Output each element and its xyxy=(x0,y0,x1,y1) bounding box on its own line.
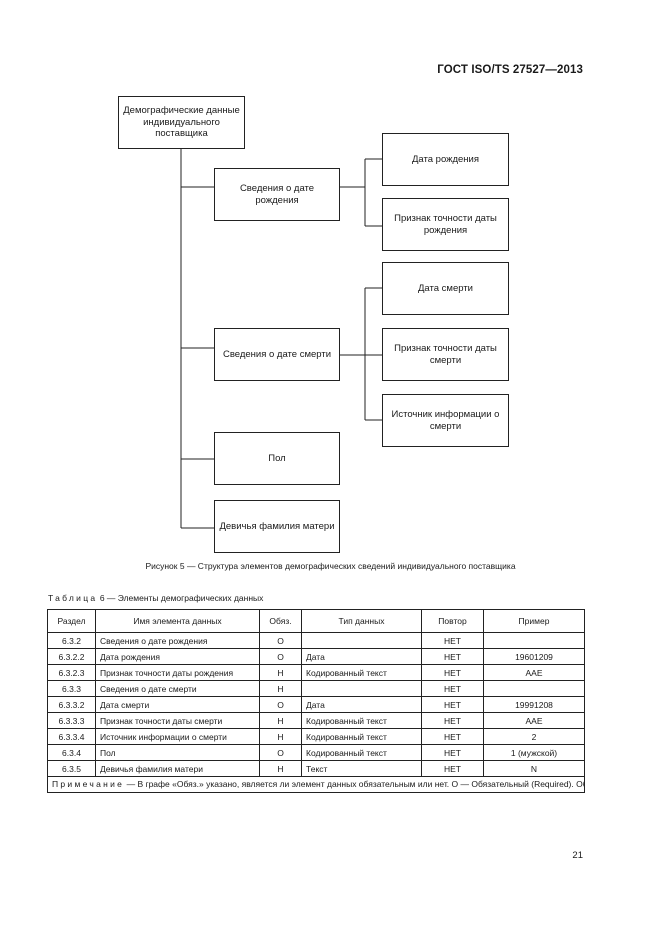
cell-section: 6.3.3 xyxy=(47,680,96,697)
cell-example: N xyxy=(483,760,585,777)
table-row: 6.3.2.2 Дата рождения О Дата НЕТ 1960120… xyxy=(47,648,585,665)
cell-example: AAE xyxy=(483,712,585,729)
cell-example xyxy=(483,680,585,697)
cell-name: Девичья фамилия матери xyxy=(95,760,260,777)
diagram-death-accuracy-box: Признак точности даты смерти xyxy=(382,328,509,381)
cell-required: Н xyxy=(259,664,302,681)
table-header-row: Раздел Имя элемента данных Обяз. Тип дан… xyxy=(47,609,585,633)
col-header-example: Пример xyxy=(483,609,585,633)
table-row: 6.3.3.3 Признак точности даты смерти Н К… xyxy=(47,712,585,729)
cell-required: Н xyxy=(259,728,302,745)
col-header-name: Имя элемента данных xyxy=(95,609,260,633)
cell-required: О xyxy=(259,744,302,761)
table-caption: Таблица 6 — Элементы демографических дан… xyxy=(48,593,263,603)
table-caption-rest: 6 — Элементы демографических данных xyxy=(99,593,264,603)
cell-required: О xyxy=(259,648,302,665)
document-header: ГОСТ ISO/TS 27527—2013 xyxy=(437,64,583,76)
diagram-death-group-box: Сведения о дате смерти xyxy=(214,328,340,381)
cell-type: Текст xyxy=(301,760,422,777)
cell-type: Дата xyxy=(301,648,422,665)
col-header-repeat: Повтор xyxy=(421,609,484,633)
diagram-death-date-box: Дата смерти xyxy=(382,262,509,315)
table-row: 6.3.5 Девичья фамилия матери Н Текст НЕТ… xyxy=(47,760,585,777)
cell-example: AAE xyxy=(483,664,585,681)
cell-repeat: НЕТ xyxy=(421,680,484,697)
table-note-row: Примечание — В графе «Обяз.» указано, яв… xyxy=(47,776,585,793)
cell-required: Н xyxy=(259,712,302,729)
cell-required: Н xyxy=(259,760,302,777)
cell-type xyxy=(301,632,422,649)
cell-section: 6.3.2.2 xyxy=(47,648,96,665)
cell-example: 19991208 xyxy=(483,696,585,713)
diagram-birth-accuracy-box: Признак точности даты рождения xyxy=(382,198,509,251)
cell-repeat: НЕТ xyxy=(421,712,484,729)
col-header-section: Раздел xyxy=(47,609,96,633)
table-row: 6.3.3 Сведения о дате смерти Н НЕТ xyxy=(47,680,585,697)
cell-section: 6.3.4 xyxy=(47,744,96,761)
cell-example: 2 xyxy=(483,728,585,745)
cell-name: Пол xyxy=(95,744,260,761)
cell-type: Кодированный текст xyxy=(301,664,422,681)
table-row: 6.3.4 Пол О Кодированный текст НЕТ 1 (му… xyxy=(47,744,585,761)
cell-repeat: НЕТ xyxy=(421,728,484,745)
cell-example xyxy=(483,632,585,649)
cell-type: Кодированный текст xyxy=(301,744,422,761)
cell-repeat: НЕТ xyxy=(421,664,484,681)
cell-repeat: НЕТ xyxy=(421,760,484,777)
cell-name: Источник информации о смерти xyxy=(95,728,260,745)
col-header-type: Тип данных xyxy=(301,609,422,633)
cell-section: 6.3.3.4 xyxy=(47,728,96,745)
cell-section: 6.3.3.3 xyxy=(47,712,96,729)
cell-section: 6.3.3.2 xyxy=(47,696,96,713)
table-row: 6.3.3.4 Источник информации о смерти Н К… xyxy=(47,728,585,745)
cell-type: Кодированный текст xyxy=(301,728,422,745)
cell-section: 6.3.2.3 xyxy=(47,664,96,681)
cell-example: 19601209 xyxy=(483,648,585,665)
col-header-required: Обяз. xyxy=(259,609,302,633)
cell-name: Сведения о дате смерти xyxy=(95,680,260,697)
cell-type xyxy=(301,680,422,697)
cell-repeat: НЕТ xyxy=(421,744,484,761)
cell-type: Кодированный текст xyxy=(301,712,422,729)
note-text: — В графе «Обяз.» указано, является ли э… xyxy=(126,779,584,789)
diagram-root-box: Демографические данные индивидуального п… xyxy=(118,96,245,149)
cell-name: Дата смерти xyxy=(95,696,260,713)
table-caption-label: Таблица xyxy=(48,593,98,603)
page-number: 21 xyxy=(572,850,583,861)
cell-required: О xyxy=(259,632,302,649)
diagram-birth-group-box: Сведения о дате рождения xyxy=(214,168,340,221)
cell-section: 6.3.5 xyxy=(47,760,96,777)
table-note: Примечание — В графе «Обяз.» указано, яв… xyxy=(47,776,585,793)
cell-name: Сведения о дате рождения xyxy=(95,632,260,649)
cell-name: Дата рождения xyxy=(95,648,260,665)
cell-section: 6.3.2 xyxy=(47,632,96,649)
cell-repeat: НЕТ xyxy=(421,632,484,649)
diagram-maiden-name-box: Девичья фамилия матери xyxy=(214,500,340,553)
elements-table: Раздел Имя элемента данных Обяз. Тип дан… xyxy=(47,609,585,793)
cell-name: Признак точности даты смерти xyxy=(95,712,260,729)
cell-repeat: НЕТ xyxy=(421,648,484,665)
cell-name: Признак точности даты рождения xyxy=(95,664,260,681)
table-row: 6.3.2 Сведения о дате рождения О НЕТ xyxy=(47,632,585,649)
figure-caption: Рисунок 5 — Структура элементов демограф… xyxy=(145,561,516,571)
cell-type: Дата xyxy=(301,696,422,713)
cell-required: О xyxy=(259,696,302,713)
diagram-sex-box: Пол xyxy=(214,432,340,485)
cell-required: Н xyxy=(259,680,302,697)
table-row: 6.3.3.2 Дата смерти О Дата НЕТ 19991208 xyxy=(47,696,585,713)
cell-example: 1 (мужской) xyxy=(483,744,585,761)
table-row: 6.3.2.3 Признак точности даты рождения Н… xyxy=(47,664,585,681)
diagram-birth-date-box: Дата рождения xyxy=(382,133,509,186)
note-label: Примечание xyxy=(52,779,125,789)
cell-repeat: НЕТ xyxy=(421,696,484,713)
diagram-death-source-box: Источник информации о смерти xyxy=(382,394,509,447)
